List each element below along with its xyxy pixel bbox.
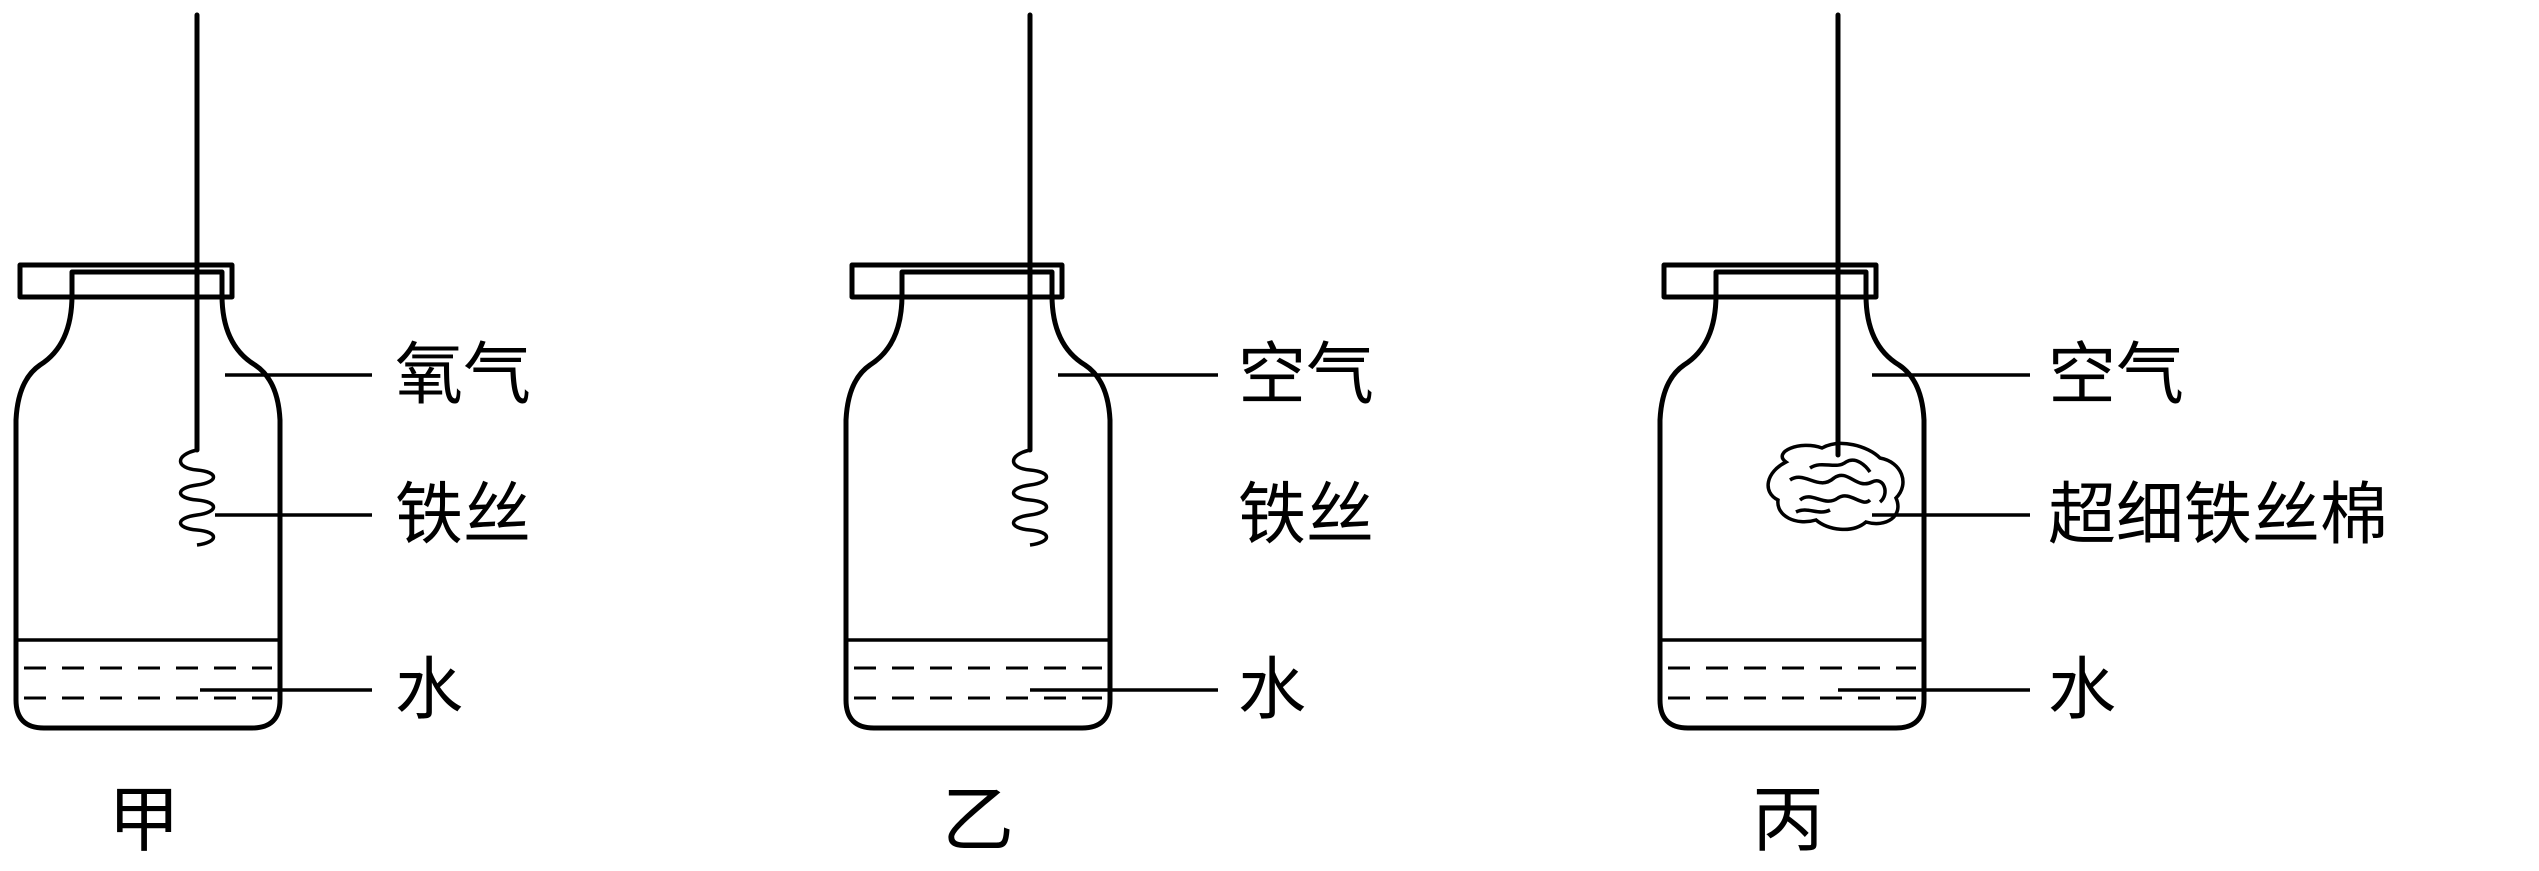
jar-stopper xyxy=(1661,262,1879,300)
jar-outline xyxy=(843,269,1113,731)
panel-jia: 氧气 铁丝 水 甲 xyxy=(13,12,531,862)
iron-wire-coil xyxy=(1011,448,1049,547)
panel-caption: 丙 xyxy=(1752,778,1824,862)
iron-label: 铁丝 xyxy=(1238,476,1374,555)
iron-label: 铁丝 xyxy=(395,476,531,555)
panel-caption: 甲 xyxy=(108,778,180,862)
gas-label: 空气 xyxy=(2048,336,2184,415)
jar-stopper xyxy=(849,262,1065,300)
water-label: 水 xyxy=(1238,651,1306,730)
steel-wool-clump xyxy=(1766,441,1905,532)
water-label: 水 xyxy=(2048,651,2116,730)
jar-outline xyxy=(1657,269,1927,731)
gas-label: 氧气 xyxy=(395,336,531,415)
iron-label: 超细铁丝棉 xyxy=(2048,476,2388,555)
jar-stopper xyxy=(17,262,235,300)
water-label: 水 xyxy=(395,651,463,730)
panel-bing: 空气 超细铁丝棉 水 丙 xyxy=(1657,12,2388,862)
gas-label: 空气 xyxy=(1238,336,1374,415)
jar-outline xyxy=(13,269,283,731)
panel-yi: 空气 铁丝 水 乙 xyxy=(843,12,1374,862)
panel-caption: 乙 xyxy=(942,778,1014,862)
iron-wire-coil xyxy=(178,448,216,547)
